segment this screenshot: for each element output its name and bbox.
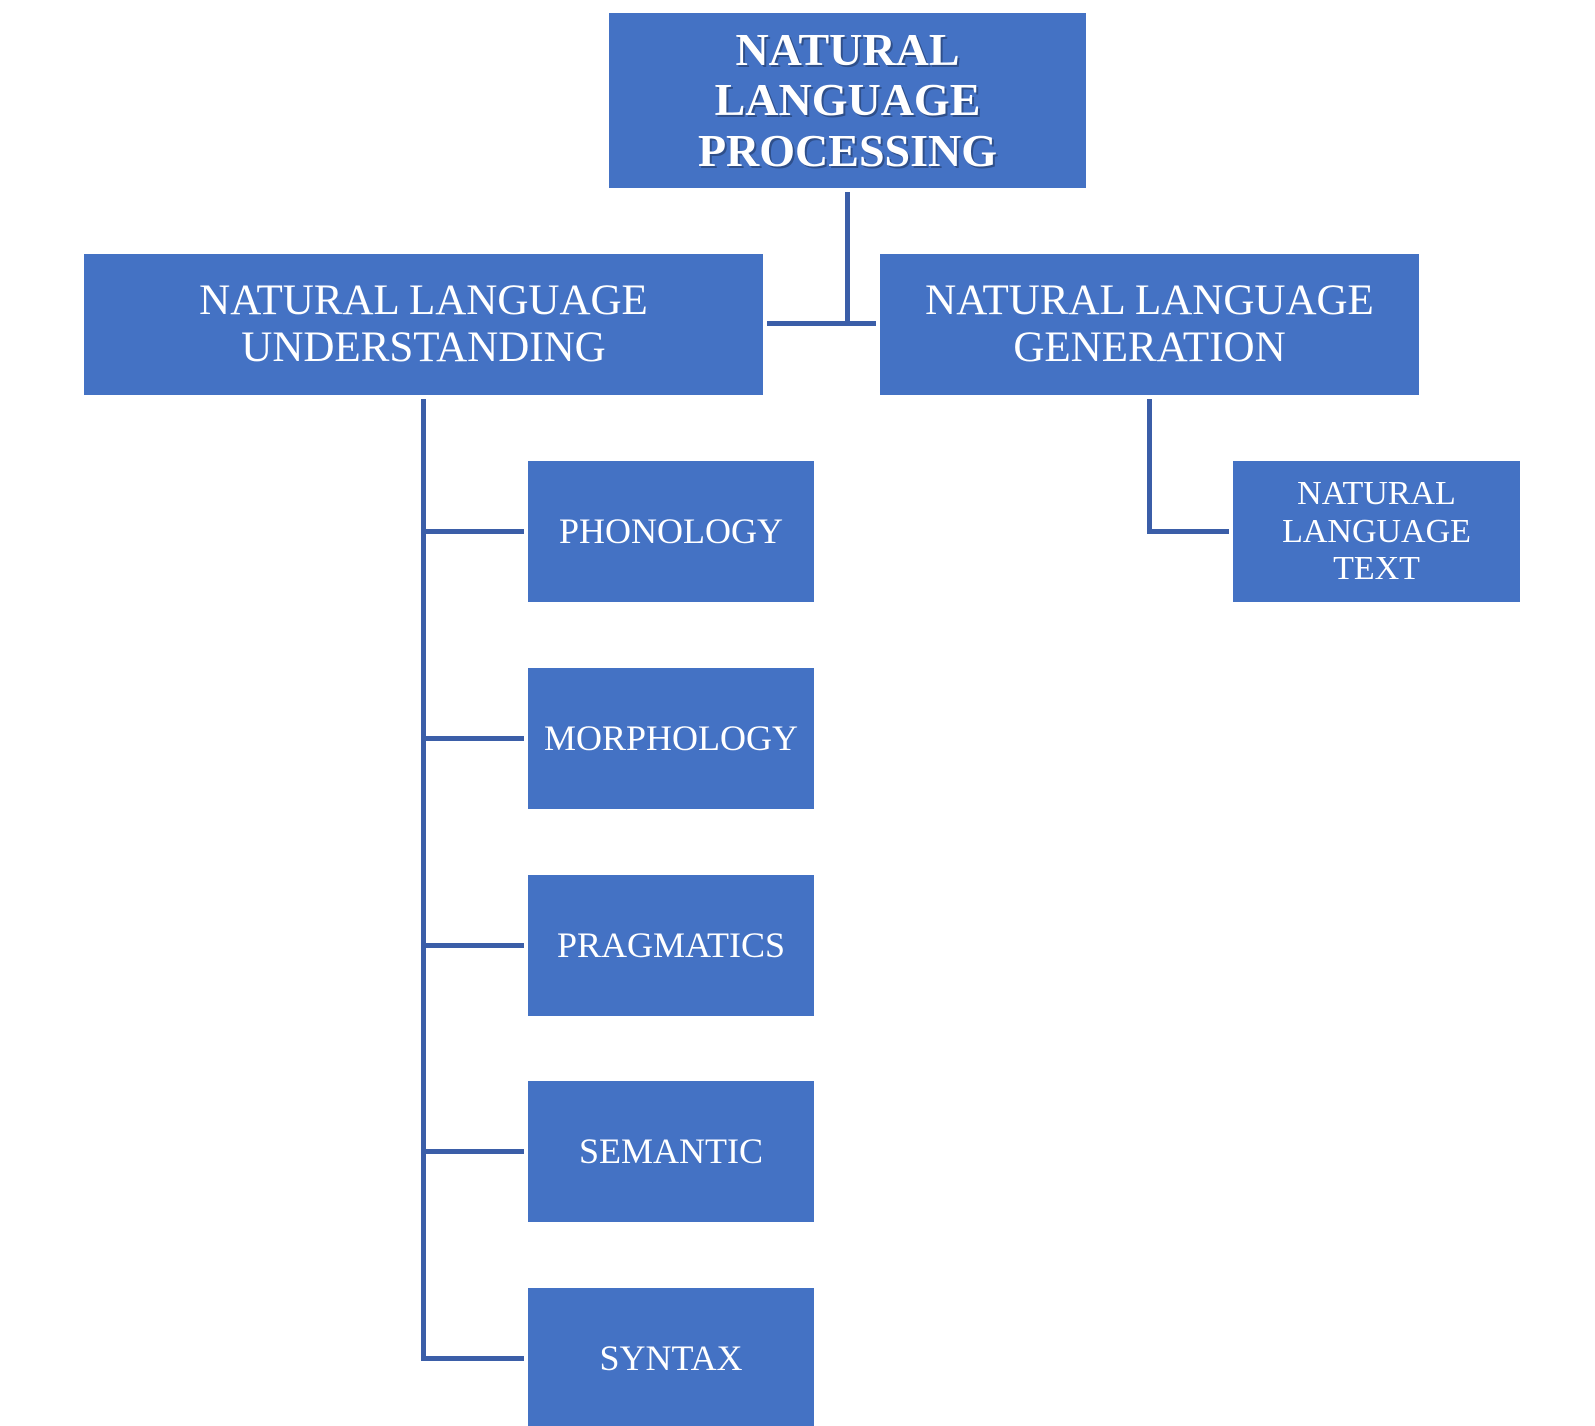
nlu-child-node: PRAGMATICS <box>528 875 814 1016</box>
nlg-child-label: NATURAL LANGUAGE TEXT <box>1282 475 1471 588</box>
nlu-child-label: SYNTAX <box>599 1338 743 1379</box>
nlu-child-label: MORPHOLOGY <box>543 718 799 759</box>
nlg-node-label: NATURAL LANGUAGE GENERATION <box>925 277 1374 371</box>
nlu-child-node: SEMANTIC <box>528 1081 814 1222</box>
nlu-child-node: SYNTAX <box>528 1288 814 1426</box>
nlu-child-label: SEMANTIC <box>578 1131 763 1172</box>
connector-nlg-branch <box>1147 529 1229 534</box>
nlg-child-node: NATURAL LANGUAGE TEXT <box>1233 461 1520 602</box>
connector-nlu-trunk <box>421 399 426 1360</box>
connector-nlg-down <box>1147 399 1152 534</box>
connector-nlu-branch-3 <box>421 943 524 948</box>
connector-nlu-branch-1 <box>421 529 524 534</box>
nlu-child-label: PHONOLOGY <box>559 511 783 552</box>
connector-nlu-branch-4 <box>421 1149 524 1154</box>
connector-nlu-branch-2 <box>421 736 524 741</box>
nlu-child-label: PRAGMATICS <box>556 925 786 966</box>
connector-nlu-branch-5 <box>421 1356 524 1361</box>
connector-root-down <box>845 192 850 326</box>
root-node: NATURAL LANGUAGE PROCESSING <box>609 13 1086 188</box>
nlg-node: NATURAL LANGUAGE GENERATION <box>880 254 1419 395</box>
root-node-label: NATURAL LANGUAGE PROCESSING <box>697 23 998 176</box>
nlu-node-label: NATURAL LANGUAGE UNDERSTANDING <box>199 277 648 371</box>
nlu-child-node: PHONOLOGY <box>528 461 814 602</box>
nlu-child-node: MORPHOLOGY <box>528 668 814 809</box>
connector-root-horizontal <box>767 321 876 326</box>
nlu-node: NATURAL LANGUAGE UNDERSTANDING <box>84 254 763 395</box>
